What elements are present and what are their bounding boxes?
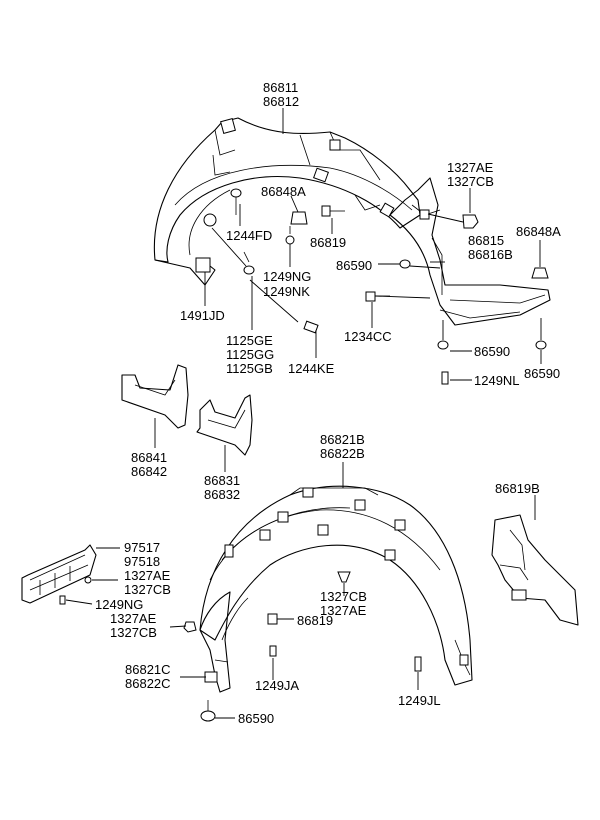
label-1327cb-left: 1327CB xyxy=(124,582,171,597)
label-1327cb-clip: 1327CB xyxy=(320,589,367,604)
label-1244ke: 1244KE xyxy=(288,361,335,376)
label-1125gb: 1125GB xyxy=(226,361,273,376)
guard-extension-86821c xyxy=(199,591,249,693)
fastener-1327ae-mid xyxy=(183,621,197,633)
label-86812: 86812 xyxy=(263,94,299,109)
label-1125ge: 1125GE xyxy=(226,333,273,348)
label-86819b: 86819B xyxy=(495,481,540,496)
label-86831: 86831 xyxy=(204,473,240,488)
fastener-1244ke xyxy=(303,320,319,334)
leader-lines xyxy=(65,108,542,719)
fastener-86590-top xyxy=(399,259,411,269)
label-86590-right: 86590 xyxy=(524,366,560,381)
fastener-86848a-top xyxy=(290,211,308,225)
fastener-86819-top xyxy=(321,205,345,217)
label-1327ae-clip: 1327AE xyxy=(320,603,367,618)
label-97518: 97518 xyxy=(124,554,160,569)
fastener-86590-mid xyxy=(437,340,449,350)
label-86811: 86811 xyxy=(263,80,298,95)
label-86848a: 86848A xyxy=(261,184,306,199)
rear-splash-panel xyxy=(389,177,551,326)
mud-guard-86841 xyxy=(121,364,189,429)
label-86819: 86819 xyxy=(310,235,346,250)
label-86590-top: 86590 xyxy=(336,258,372,273)
label-86819-bottom: 86819 xyxy=(297,613,333,628)
fastener-86848a-right xyxy=(531,267,549,279)
label-86821b: 86821B xyxy=(320,432,365,447)
label-86841: 86841 xyxy=(131,450,167,465)
rear-wheel-guard-liner xyxy=(199,485,473,686)
label-1249nl: 1249NL xyxy=(474,373,520,388)
fastener-86819-bottom xyxy=(267,613,278,625)
label-1249nk: 1249NK xyxy=(263,284,310,299)
fastener-1249jl xyxy=(414,656,422,672)
label-86590-mid: 86590 xyxy=(474,344,510,359)
label-1244fd: 1244FD xyxy=(226,228,272,243)
label-1249ng-left: 1249NG xyxy=(95,597,143,612)
label-97517: 97517 xyxy=(124,540,160,555)
label-1327cb: 1327CB xyxy=(447,174,494,189)
fastener-86590-bottom xyxy=(200,700,216,722)
label-86822c: 86822C xyxy=(125,676,171,691)
label-86842: 86842 xyxy=(131,464,167,479)
label-1327ae: 1327AE xyxy=(447,160,494,175)
fastener-1244fd xyxy=(230,188,242,215)
mud-guard-86831 xyxy=(196,394,253,456)
label-86832: 86832 xyxy=(204,487,240,502)
front-wheel-guard-liner xyxy=(153,117,421,286)
label-1327ae-left: 1327AE xyxy=(124,568,171,583)
label-1125gg: 1125GG xyxy=(226,347,274,362)
label-86816b: 86816B xyxy=(468,247,513,262)
fastener-1327ae-top xyxy=(462,214,479,229)
label-86815: 86815 xyxy=(468,233,504,248)
label-86822b: 86822B xyxy=(320,446,365,461)
fastener-86590-right xyxy=(535,340,547,350)
label-1249ja: 1249JA xyxy=(255,678,299,693)
bracket-97517 xyxy=(21,544,97,604)
trim-block-86819b xyxy=(491,514,579,626)
fastener-1327ae-bottom-left xyxy=(84,576,92,584)
fastener-1327cb-clip xyxy=(337,571,351,583)
fastener-1249ng-bottom xyxy=(59,595,66,605)
label-1234cc: 1234CC xyxy=(344,329,392,344)
fastener-1125ge xyxy=(243,251,255,275)
label-1327ae-mid: 1327AE xyxy=(110,611,157,626)
label-1491jd: 1491JD xyxy=(180,308,225,323)
label-86821c: 86821C xyxy=(125,662,171,677)
label-1249ng: 1249NG xyxy=(263,269,311,284)
label-86590-bottom: 86590 xyxy=(238,711,274,726)
label-1249jl: 1249JL xyxy=(398,693,441,708)
fastener-1249ja xyxy=(269,645,277,657)
label-1327cb-mid: 1327CB xyxy=(110,625,157,640)
label-86848a-right: 86848A xyxy=(516,224,561,239)
fastener-1249ng-top xyxy=(285,226,295,245)
fastener-1249nl xyxy=(441,371,449,385)
